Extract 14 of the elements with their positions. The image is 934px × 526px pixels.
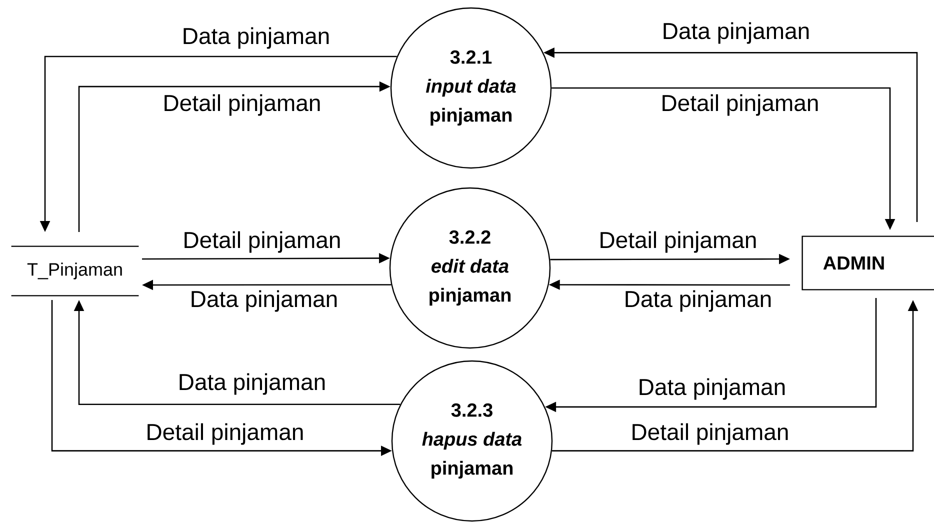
- edge-label: Detail pinjaman: [144, 422, 306, 446]
- edge-label: Data pinjaman: [180, 26, 332, 50]
- edge-label: Detail pinjaman: [660, 93, 820, 117]
- edge-label: Data pinjaman: [188, 289, 340, 313]
- edge-label: Data pinjaman: [636, 377, 788, 401]
- data-store: T_Pinjaman: [11, 246, 139, 296]
- edge-label: Data pinjaman: [622, 289, 774, 313]
- edge-label: Detail pinjaman: [598, 230, 758, 254]
- edge-label: Detail pinjaman: [162, 93, 322, 117]
- edge-label: Data pinjaman: [660, 21, 812, 45]
- edge-label: Detail pinjaman: [630, 422, 790, 446]
- edge-label: Detail pinjaman: [182, 230, 342, 254]
- edge-label: Data pinjaman: [176, 372, 328, 396]
- entity-box: ADMIN: [802, 236, 934, 290]
